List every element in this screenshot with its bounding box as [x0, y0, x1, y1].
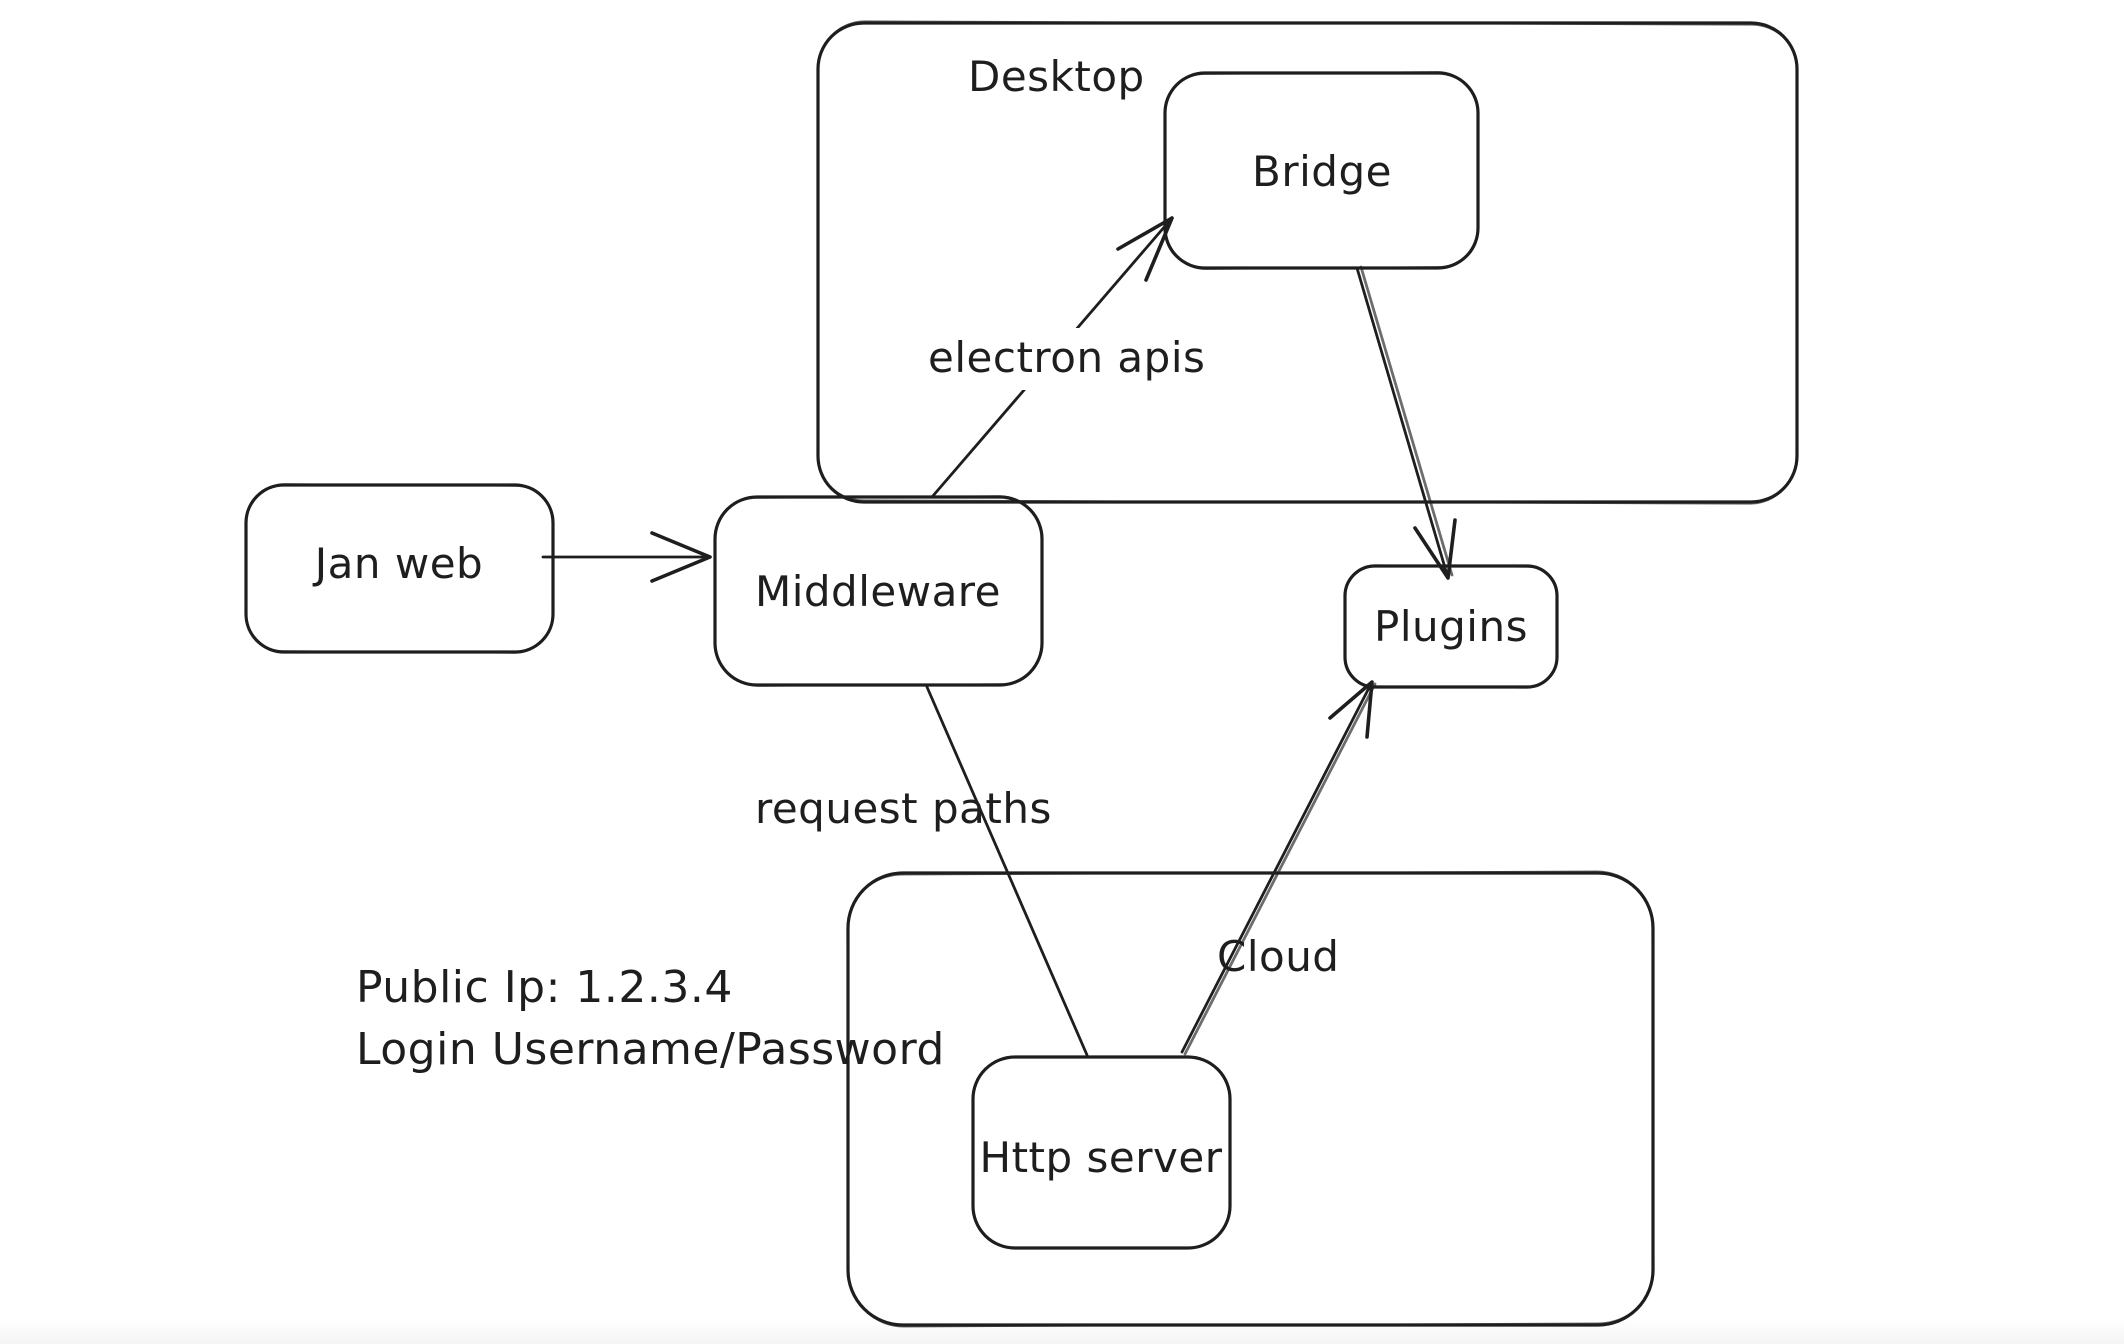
edge-httpserver-plugins — [1180, 680, 1374, 1054]
node-plugins-overdraw — [1343, 564, 1559, 689]
edge-middleware-httpserver — [925, 685, 1089, 1057]
container-desktop[interactable] — [816, 21, 1799, 504]
node-jan-web-label: Jan web — [312, 539, 483, 588]
node-http-server-overdraw — [971, 1055, 1232, 1250]
annotation-public-ip: Public Ip: 1.2.3.4 — [356, 962, 733, 1013]
edge-bridge-plugins-overdraw — [1359, 265, 1454, 577]
container-cloud-overdraw — [846, 870, 1655, 1328]
container-desktop-label: Desktop — [968, 52, 1145, 101]
diagram-shapes — [244, 20, 1799, 1328]
edge-bridge-plugins — [1355, 266, 1450, 580]
arrowhead-plugins-bottom — [1328, 680, 1374, 739]
node-middleware-overdraw — [713, 495, 1044, 687]
diagram-labels: Desktop Bridge Jan web Middleware Plugin… — [312, 52, 1528, 1182]
node-bridge-label: Bridge — [1252, 147, 1392, 196]
container-desktop-overdraw — [816, 20, 1799, 505]
edge-label-request-paths: request paths — [755, 784, 1052, 833]
node-middleware-label: Middleware — [755, 567, 1001, 616]
arrowhead-bridge — [1116, 216, 1174, 282]
edge-label-mask — [920, 328, 1188, 390]
annotation-login: Login Username/Password — [356, 1024, 945, 1075]
node-http-server-label: Http server — [980, 1133, 1223, 1182]
container-cloud-label: Cloud — [1217, 932, 1339, 981]
node-jan-web-overdraw — [244, 483, 555, 654]
edge-httpserver-plugins-overdraw — [1183, 682, 1377, 1056]
node-bridge-overdraw — [1163, 71, 1480, 270]
node-plugins-label: Plugins — [1374, 602, 1528, 651]
arrowhead-middleware — [650, 531, 712, 583]
arrowhead-plugins-top — [1413, 518, 1457, 580]
edge-label-electron-apis: electron apis — [928, 333, 1205, 382]
